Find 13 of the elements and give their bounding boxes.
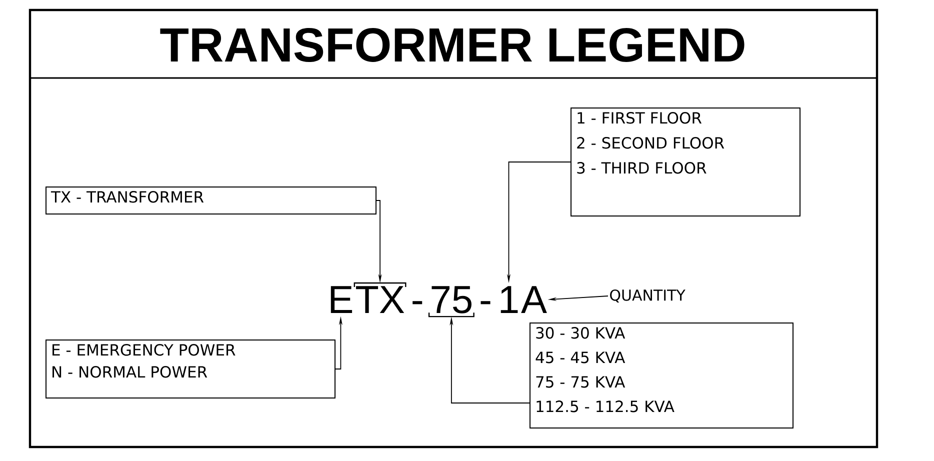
legend-box: 1 - FIRST FLOOR 2 - SECOND FLOOR 3 - THIRD FLOOR [570,108,800,216]
title: TRANSFORMER LEGEND [160,28,744,62]
legend-box: 30 - 30 KVA 45 - 45 KVA 75 - 75 KVA 112.5 - 112.5 KVA [530,322,794,428]
legend-box: TX - TRANSFORMER [46,186,376,214]
designation-text: 75 [428,286,474,318]
legend-box: E - EMERGENCY POWER N - NORMAL POWER [46,340,336,398]
quantity-text: QUANTITY [610,289,686,303]
designation-dash: - [480,301,490,304]
designation-dash: - [412,301,422,304]
designation-text: 1 [500,286,518,313]
designation-text: A [521,286,547,313]
designation-text: E [330,286,352,313]
designation-text: TX [354,282,406,313]
